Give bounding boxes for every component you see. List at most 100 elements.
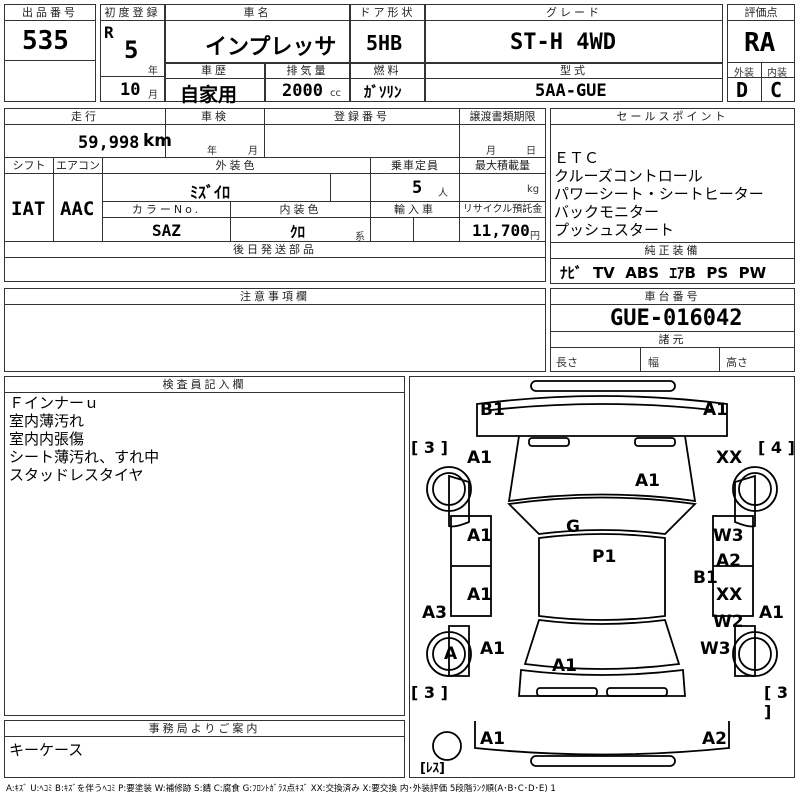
intcolor-label: 内装色 bbox=[231, 202, 370, 218]
mark-hood: A1 bbox=[635, 471, 660, 491]
reg-month: 10 bbox=[120, 80, 141, 100]
transfer-label: 譲渡書類期限 bbox=[460, 109, 545, 125]
cc-box bbox=[265, 62, 350, 102]
mark-left-quarter: A1 bbox=[480, 639, 505, 659]
registration-label: 初度登録 bbox=[101, 5, 164, 21]
body-box bbox=[350, 4, 425, 64]
history-label: 車歴 bbox=[166, 63, 264, 79]
mark-right-quarter: W3 bbox=[700, 639, 731, 659]
ext-grade: D bbox=[736, 78, 749, 102]
mark-front-bumper-right: A1 bbox=[703, 400, 728, 420]
mark-roof: P1 bbox=[592, 547, 617, 567]
chassis-number: GUE-016042 bbox=[610, 306, 743, 331]
grade-label: グレード bbox=[426, 5, 722, 21]
score-label: 評価点 bbox=[728, 5, 794, 21]
mark-left-quarter-a3: A3 bbox=[422, 603, 447, 623]
transfer-month: 月 bbox=[486, 146, 496, 157]
tire-rear-right: [ 3 ] bbox=[764, 683, 789, 721]
spec-box bbox=[4, 108, 546, 282]
later-parts-label: 後日発送部品 bbox=[5, 242, 545, 258]
mileage-label: 走行 bbox=[5, 109, 165, 125]
fuel: ｶﾞｿﾘﾝ bbox=[364, 83, 402, 101]
fuel-box bbox=[350, 62, 425, 102]
interior-color: ｸﾛ bbox=[290, 223, 306, 241]
int-label: 内装 bbox=[767, 68, 787, 79]
mark-windshield: G bbox=[566, 517, 580, 537]
mark-left-front-door: A1 bbox=[467, 526, 492, 546]
dim-label: 諸元 bbox=[551, 332, 794, 348]
registration-box bbox=[100, 4, 165, 102]
ext-label: 外装 bbox=[734, 68, 754, 79]
tire-front-right: [ 4 ] bbox=[758, 438, 795, 457]
mileage: 59,998 bbox=[78, 133, 140, 153]
mark-right-fender: XX bbox=[716, 448, 743, 468]
colorno-label: カラーNo. bbox=[103, 202, 230, 218]
mark-right-rocker: B1 bbox=[693, 568, 718, 588]
mark-right-rear-door-xx: XX bbox=[716, 585, 743, 605]
mark-rear-bumper-right: A2 bbox=[702, 729, 727, 749]
name-label: 車名 bbox=[166, 5, 349, 21]
mark-left-fender: A1 bbox=[467, 448, 492, 468]
inspect-label: 車検 bbox=[166, 109, 264, 125]
reg-year: 5 bbox=[124, 36, 139, 64]
length-label: 長さ bbox=[556, 356, 578, 369]
car-name: インプレッサ bbox=[205, 35, 337, 60]
inspector-label: 検査員記入欄 bbox=[5, 377, 404, 393]
body-label: ドア形状 bbox=[351, 5, 424, 21]
era: R bbox=[104, 23, 114, 42]
mark-trunk: A1 bbox=[552, 656, 577, 676]
history: 自家用 bbox=[180, 84, 238, 106]
name-box bbox=[165, 4, 350, 64]
inspect-year: 年 bbox=[207, 146, 217, 157]
transfer-day: 日 bbox=[526, 146, 536, 157]
capacity: 5 bbox=[412, 178, 423, 198]
cc-unit: cc bbox=[330, 88, 341, 99]
sales-points: ＥＴＣ クルーズコントロール パワーシート・シートヒーター バックモニター プッ… bbox=[554, 149, 764, 239]
office-note: キーケース bbox=[9, 741, 84, 759]
cap-unit: 人 bbox=[438, 188, 448, 199]
shift: IAT bbox=[11, 198, 46, 220]
equip-label: 純正装備 bbox=[551, 243, 794, 259]
lot-label: 出品番号 bbox=[5, 5, 95, 21]
mileage-unit: km bbox=[143, 131, 173, 151]
body-type: 5HB bbox=[366, 31, 403, 55]
height-label: 高さ bbox=[726, 356, 748, 369]
equipment: ﾅﾋﾞ TV ABS ｴｱB PS PW bbox=[560, 264, 767, 282]
mark-rear-bumper-left: A1 bbox=[480, 729, 505, 749]
sales-label: セールスポイント bbox=[551, 109, 794, 125]
load-unit: kg bbox=[527, 184, 540, 195]
sales-box bbox=[550, 108, 795, 284]
tire-front-left: [ 3 ] bbox=[411, 438, 448, 457]
shift-label: シフト bbox=[5, 158, 53, 174]
mark-right-rear-a1: A1 bbox=[759, 603, 784, 623]
recycle-unit: 円 bbox=[530, 231, 540, 242]
mark-left-rear-door: A1 bbox=[467, 585, 492, 605]
mark-right-front-door-w3: W3 bbox=[713, 526, 744, 546]
mark-right-rear-door-w2: W2 bbox=[713, 612, 744, 632]
displacement: 2000 bbox=[282, 81, 323, 101]
lot-box bbox=[4, 4, 96, 102]
ac: AAC bbox=[60, 198, 95, 220]
office-label: 事務局よりご案内 bbox=[5, 721, 404, 737]
month-unit: 月 bbox=[148, 90, 158, 101]
int-grade: C bbox=[770, 78, 783, 102]
chassis-box bbox=[550, 288, 795, 372]
lot-number: 535 bbox=[22, 26, 69, 56]
inspect-month: 月 bbox=[248, 146, 258, 157]
grade-box bbox=[425, 4, 723, 64]
notes-box bbox=[4, 288, 546, 372]
spare-tire: [ﾚｽ] bbox=[420, 761, 445, 776]
color-no: SAZ bbox=[152, 221, 181, 240]
mark-left-rear-wheel: A bbox=[444, 644, 458, 664]
intcolor-unit: 系 bbox=[355, 232, 365, 243]
model: 5AA-GUE bbox=[535, 81, 607, 101]
ac-label: エアコン bbox=[54, 159, 102, 174]
year-unit: 年 bbox=[148, 66, 158, 77]
inspector-box bbox=[4, 376, 405, 716]
model-box bbox=[425, 62, 723, 102]
fuel-label: 燃料 bbox=[351, 63, 424, 79]
load-label: 最大積載量 bbox=[460, 158, 545, 174]
car-outline bbox=[426, 380, 778, 767]
legend: A:ｷｽﾞ U:ﾍｺﾐ B:ｷｽﾞを伴うﾍｺﾐ P:要塗装 W:補修跡 S:錆 … bbox=[6, 784, 556, 794]
inspector-notes: Ｆインナーｕ 室内薄汚れ 室内内張傷 シート薄汚れ、すれ中 スタッドレスタイヤ bbox=[9, 394, 160, 484]
